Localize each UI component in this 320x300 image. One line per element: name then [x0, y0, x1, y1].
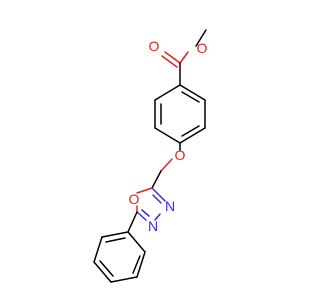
bond-c5-n4-a	[136, 211, 147, 221]
bond-ph-5	[93, 236, 103, 263]
bond-ph-inner-a	[132, 255, 141, 274]
bond-n3-c2-b	[152, 194, 162, 204]
atom-labels: O O O O N N	[129, 38, 208, 234]
bond-c2-ring-o	[136, 187, 153, 194]
bonds	[93, 29, 207, 283]
bond-c5-n4-b	[141, 209, 150, 217]
bond-co-double-a	[164, 51, 181, 64]
bond-n3-c2-a	[151, 187, 166, 202]
atom-label-ester-o: O	[197, 40, 208, 56]
bond-n4-n3	[154, 213, 161, 221]
bond-ph-4	[93, 261, 112, 283]
atom-label-ring-o: O	[129, 191, 140, 207]
bond-ch2-oxadiazole	[151, 170, 162, 189]
bond-ph-inner-b	[99, 260, 114, 277]
bond-c5-phenyl	[127, 211, 138, 233]
bond-ring1-3	[179, 127, 206, 144]
bond-o-carbonyl-c	[179, 51, 189, 64]
bond-ring1-inner-b	[181, 125, 200, 137]
bond-ring1-1	[179, 84, 206, 101]
bond-ph-1	[127, 231, 146, 253]
bond-ph-inner-c	[105, 237, 126, 243]
structure-diagram: O O O O N N	[93, 29, 208, 283]
bond-ring1-inner-a	[181, 91, 200, 103]
atom-label-ring-n3: N	[165, 198, 175, 214]
atom-label-ether-o: O	[175, 147, 186, 163]
bond-ether-o-ch2	[160, 158, 173, 172]
bond-ph-6	[101, 231, 129, 238]
bond-ring1-6	[154, 84, 181, 101]
atom-label-ring-n4: N	[148, 218, 158, 234]
molecule-drawing: O O O O N N	[93, 29, 208, 283]
atom-label-carbonyl-o: O	[149, 38, 160, 54]
bond-co-double-b	[161, 55, 178, 68]
bond-ph-2	[136, 251, 146, 278]
bond-ph-3	[110, 276, 138, 283]
bond-methyl-o	[195, 29, 207, 47]
bond-ring1-4	[154, 127, 181, 144]
